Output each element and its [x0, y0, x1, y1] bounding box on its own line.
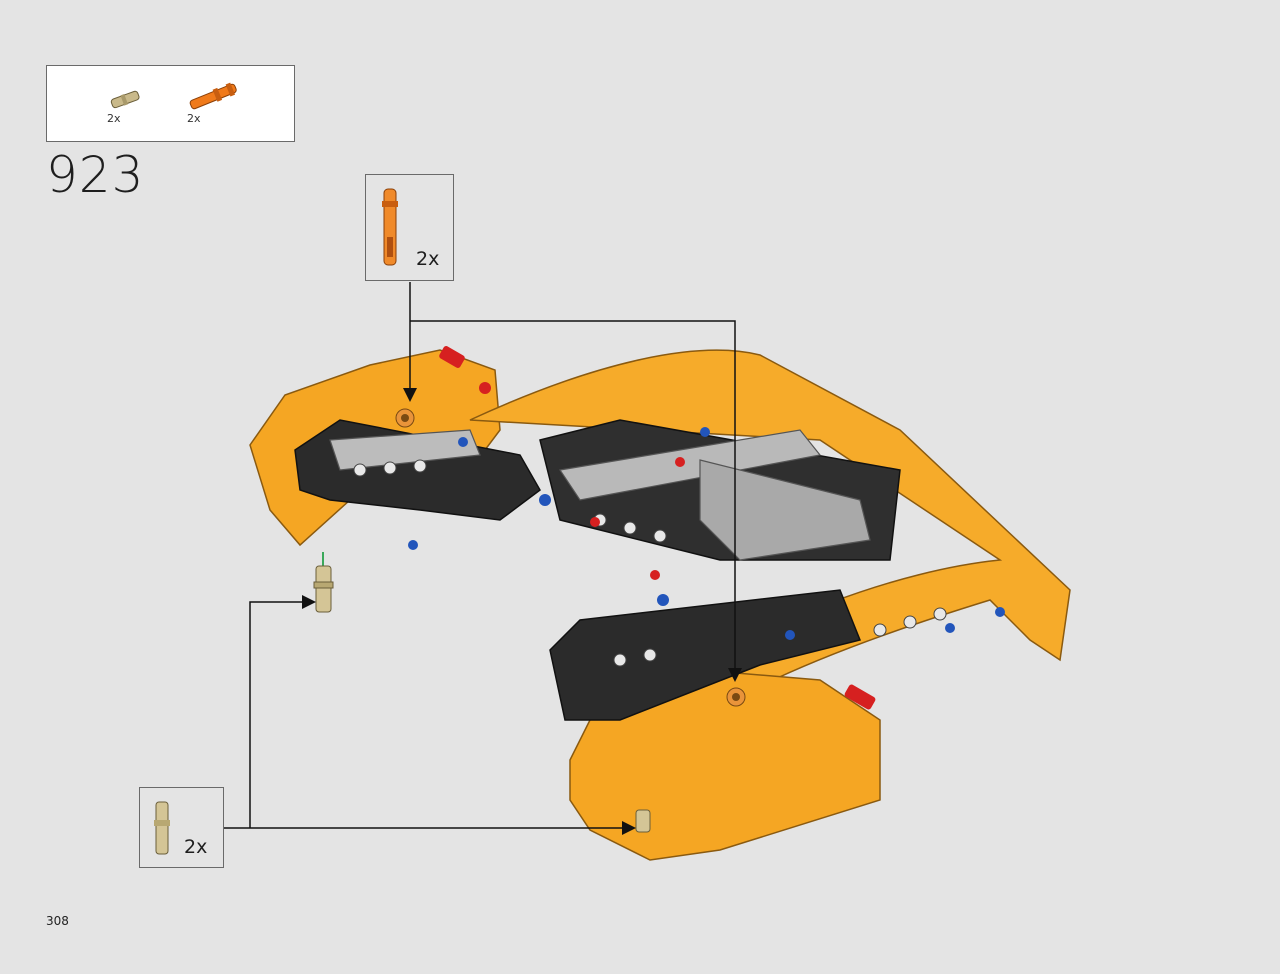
callout-tan-pin: 2x	[139, 787, 224, 868]
orange-pin-icon	[189, 82, 237, 110]
parts-list-box: 2x 2x	[46, 65, 295, 142]
gray-link-1	[558, 429, 822, 501]
part-qty-orange: 2x	[187, 112, 201, 125]
gray-link-2	[699, 459, 871, 561]
callout-orange-pin: 2x	[365, 174, 454, 281]
tan-pin-icon	[110, 90, 140, 109]
tan-pin-floating	[313, 565, 334, 613]
part-qty-tan: 2x	[107, 112, 121, 125]
step-number: 923	[46, 146, 145, 204]
tan-pin-icon	[154, 801, 170, 855]
callout-qty-orange: 2x	[416, 248, 440, 270]
orange-pin-icon	[382, 188, 398, 266]
tan-pin-target-front	[635, 809, 651, 833]
callout-qty-tan: 2x	[184, 836, 208, 858]
page-number: 308	[46, 914, 69, 928]
target-orange-pin-rear	[395, 408, 415, 428]
black-beam-front	[549, 589, 862, 721]
gray-link-3	[329, 429, 481, 471]
blue-pins	[408, 427, 1005, 640]
red-pins	[439, 346, 876, 710]
arrow-heads	[302, 388, 742, 835]
assembly-arrows	[224, 282, 736, 829]
target-orange-pin-front	[726, 687, 746, 707]
